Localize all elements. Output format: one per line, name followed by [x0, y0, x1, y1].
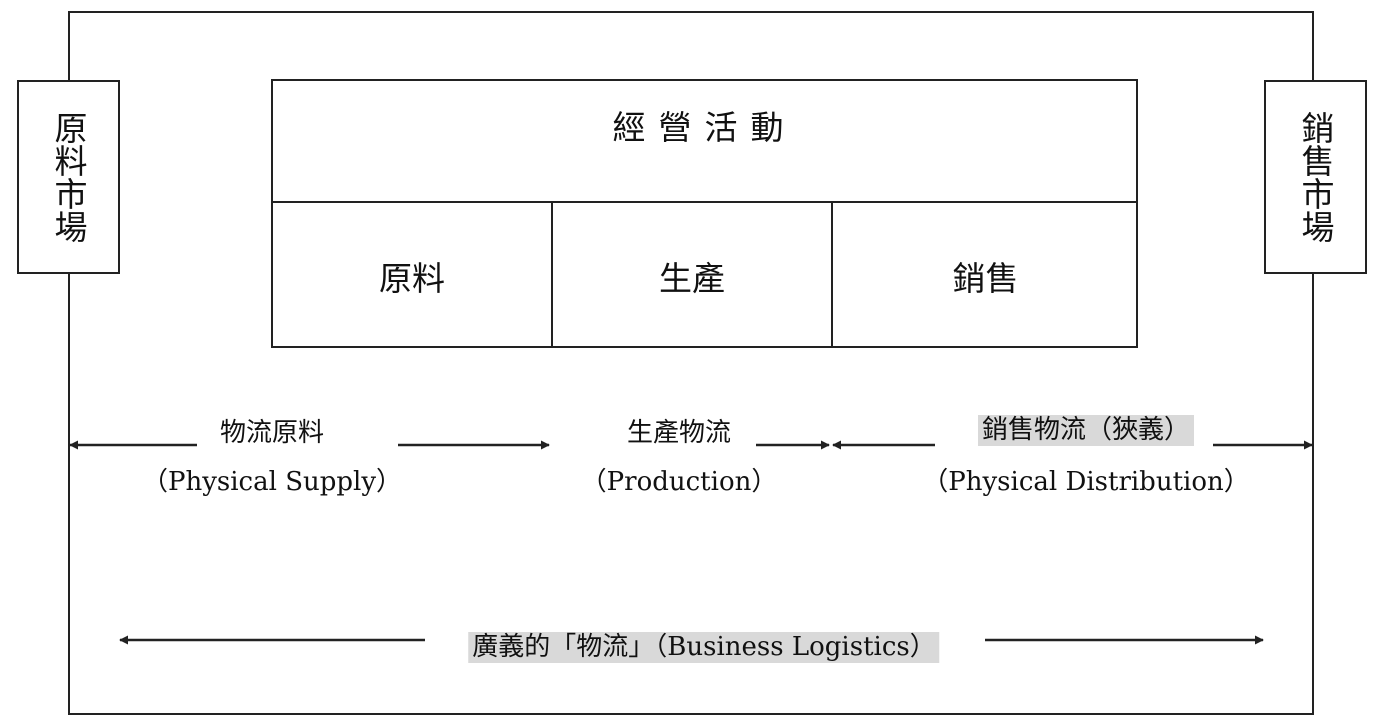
ops-cell-sales: 銷售 [952, 258, 1019, 298]
supply-flow-english: （Physical Supply） [141, 467, 403, 497]
distribution-flow-label: 銷售物流（狹義） [977, 415, 1195, 447]
operations-table: 經營活動 原料 生產 銷售 [271, 79, 1138, 348]
production-flow-english: （Production） [580, 467, 778, 497]
raw-material-market-label: 原料市場 [49, 111, 88, 243]
business-logistics-label: 廣義的「物流」（Business Logistics） [468, 632, 940, 664]
distribution-flow-english: （Physical Distribution） [922, 467, 1250, 497]
ops-cell-raw-material: 原料 [273, 203, 553, 348]
raw-material-market-box: 原料市場 [17, 80, 120, 274]
sales-market-label: 銷售市場 [1296, 111, 1335, 243]
sales-market-box: 銷售市場 [1264, 80, 1367, 274]
supply-flow-label: 物流原料 [219, 418, 325, 448]
operations-title: 經營活動 [273, 81, 1136, 203]
ops-cell-production: 生產 [553, 203, 833, 348]
production-flow-label: 生產物流 [626, 418, 732, 448]
